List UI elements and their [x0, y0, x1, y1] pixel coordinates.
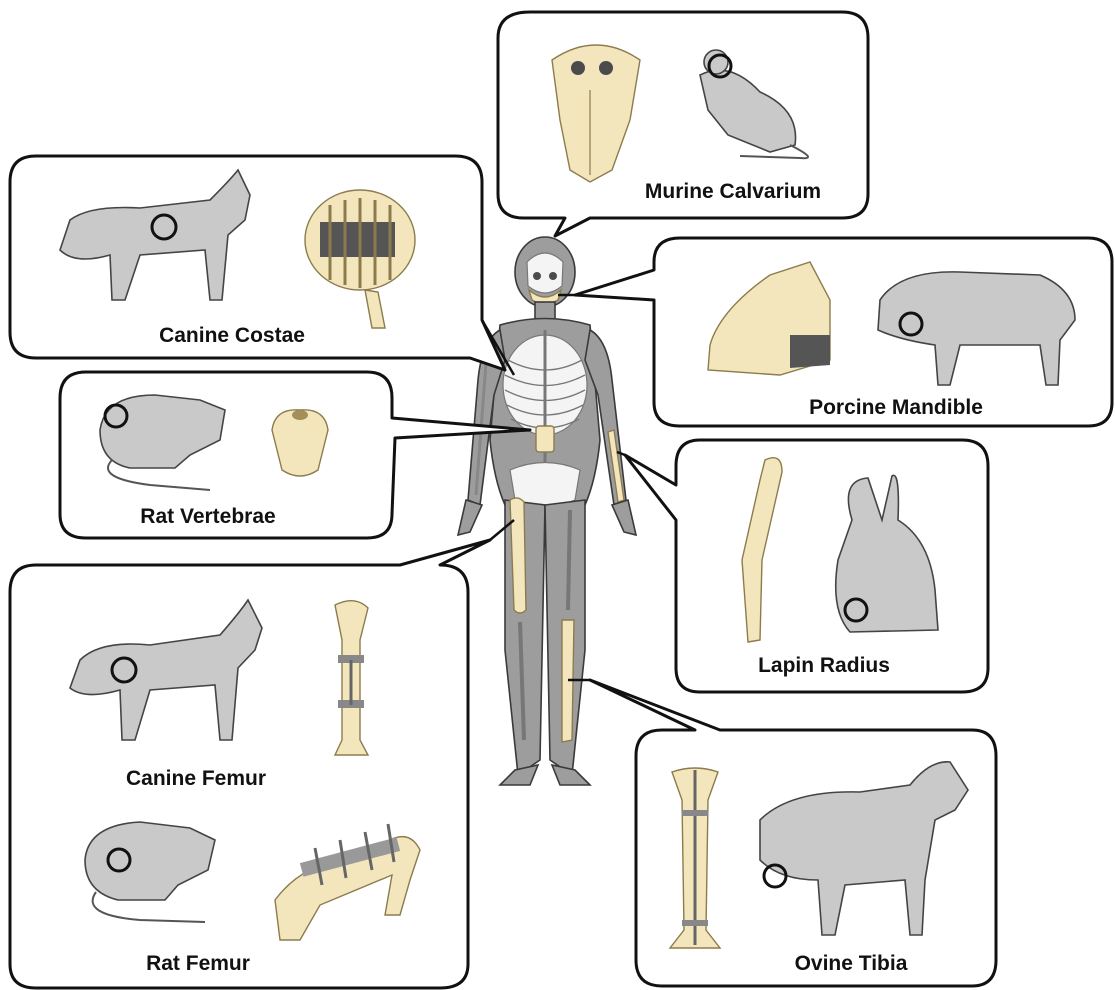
bubble-ovine-tibia: Ovine Tibia — [590, 680, 996, 986]
bubble-porcine-mandible: Porcine Mandible — [575, 238, 1112, 426]
bubble-femur-models: Canine Femur Rat Femur — [10, 540, 490, 988]
label-canine-femur: Canine Femur — [126, 767, 266, 790]
bubble-rat-vertebrae: Rat Vertebrae — [60, 372, 530, 538]
label-rat-femur: Rat Femur — [146, 952, 250, 975]
bubble-murine-calvarium: Murine Calvarium — [498, 12, 868, 236]
vertebra-icon — [272, 410, 328, 476]
label-ovine-tibia: Ovine Tibia — [795, 952, 908, 975]
label-rat-vertebrae: Rat Vertebrae — [140, 505, 275, 528]
label-canine-costae: Canine Costae — [159, 324, 305, 347]
label-murine-calvarium: Murine Calvarium — [645, 180, 821, 203]
human-skeleton-icon — [458, 237, 636, 785]
bubble-lapin-radius: Lapin Radius — [625, 440, 988, 692]
bubble-canine-costae: Canine Costae — [10, 156, 505, 370]
label-lapin-radius: Lapin Radius — [758, 654, 890, 677]
label-porcine-mandible: Porcine Mandible — [809, 396, 983, 419]
